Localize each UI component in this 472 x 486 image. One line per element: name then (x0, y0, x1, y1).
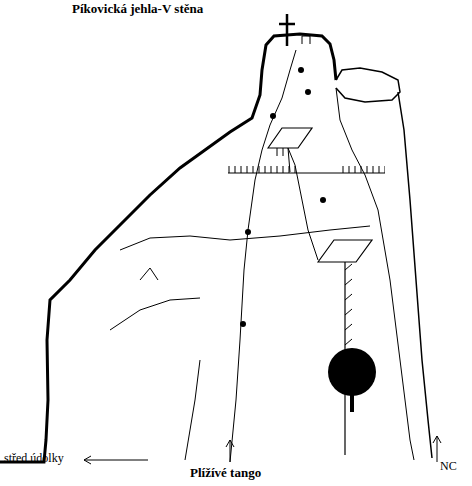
direction-label: NC (440, 460, 457, 473)
route-line (288, 148, 318, 260)
dihedral-hatch (345, 264, 352, 345)
rock-outline (0, 34, 336, 462)
bolt-dot (240, 67, 326, 327)
overhang-hatch (228, 166, 298, 173)
right-wall (398, 92, 432, 458)
tree-trunk (350, 394, 354, 412)
tree (328, 348, 376, 396)
overhang-hatch (340, 166, 385, 173)
summit-cross (279, 14, 295, 46)
crack-line (140, 268, 158, 280)
direction-label: střed údolky (4, 452, 64, 465)
crack-line (110, 298, 200, 330)
wall-title: Píkovická jehla-V stěna (72, 2, 203, 16)
crack-line (288, 148, 290, 172)
summit-book (302, 36, 310, 44)
belay-ledge (268, 128, 312, 148)
route-line (230, 50, 296, 462)
route-name: Plížívé tango (190, 466, 261, 480)
overhang-hatch (272, 148, 288, 156)
boulder (336, 68, 400, 102)
direction-arrow (84, 436, 441, 464)
crack-line (336, 88, 414, 460)
crack-line (185, 360, 200, 460)
belay-ledge (318, 240, 372, 262)
